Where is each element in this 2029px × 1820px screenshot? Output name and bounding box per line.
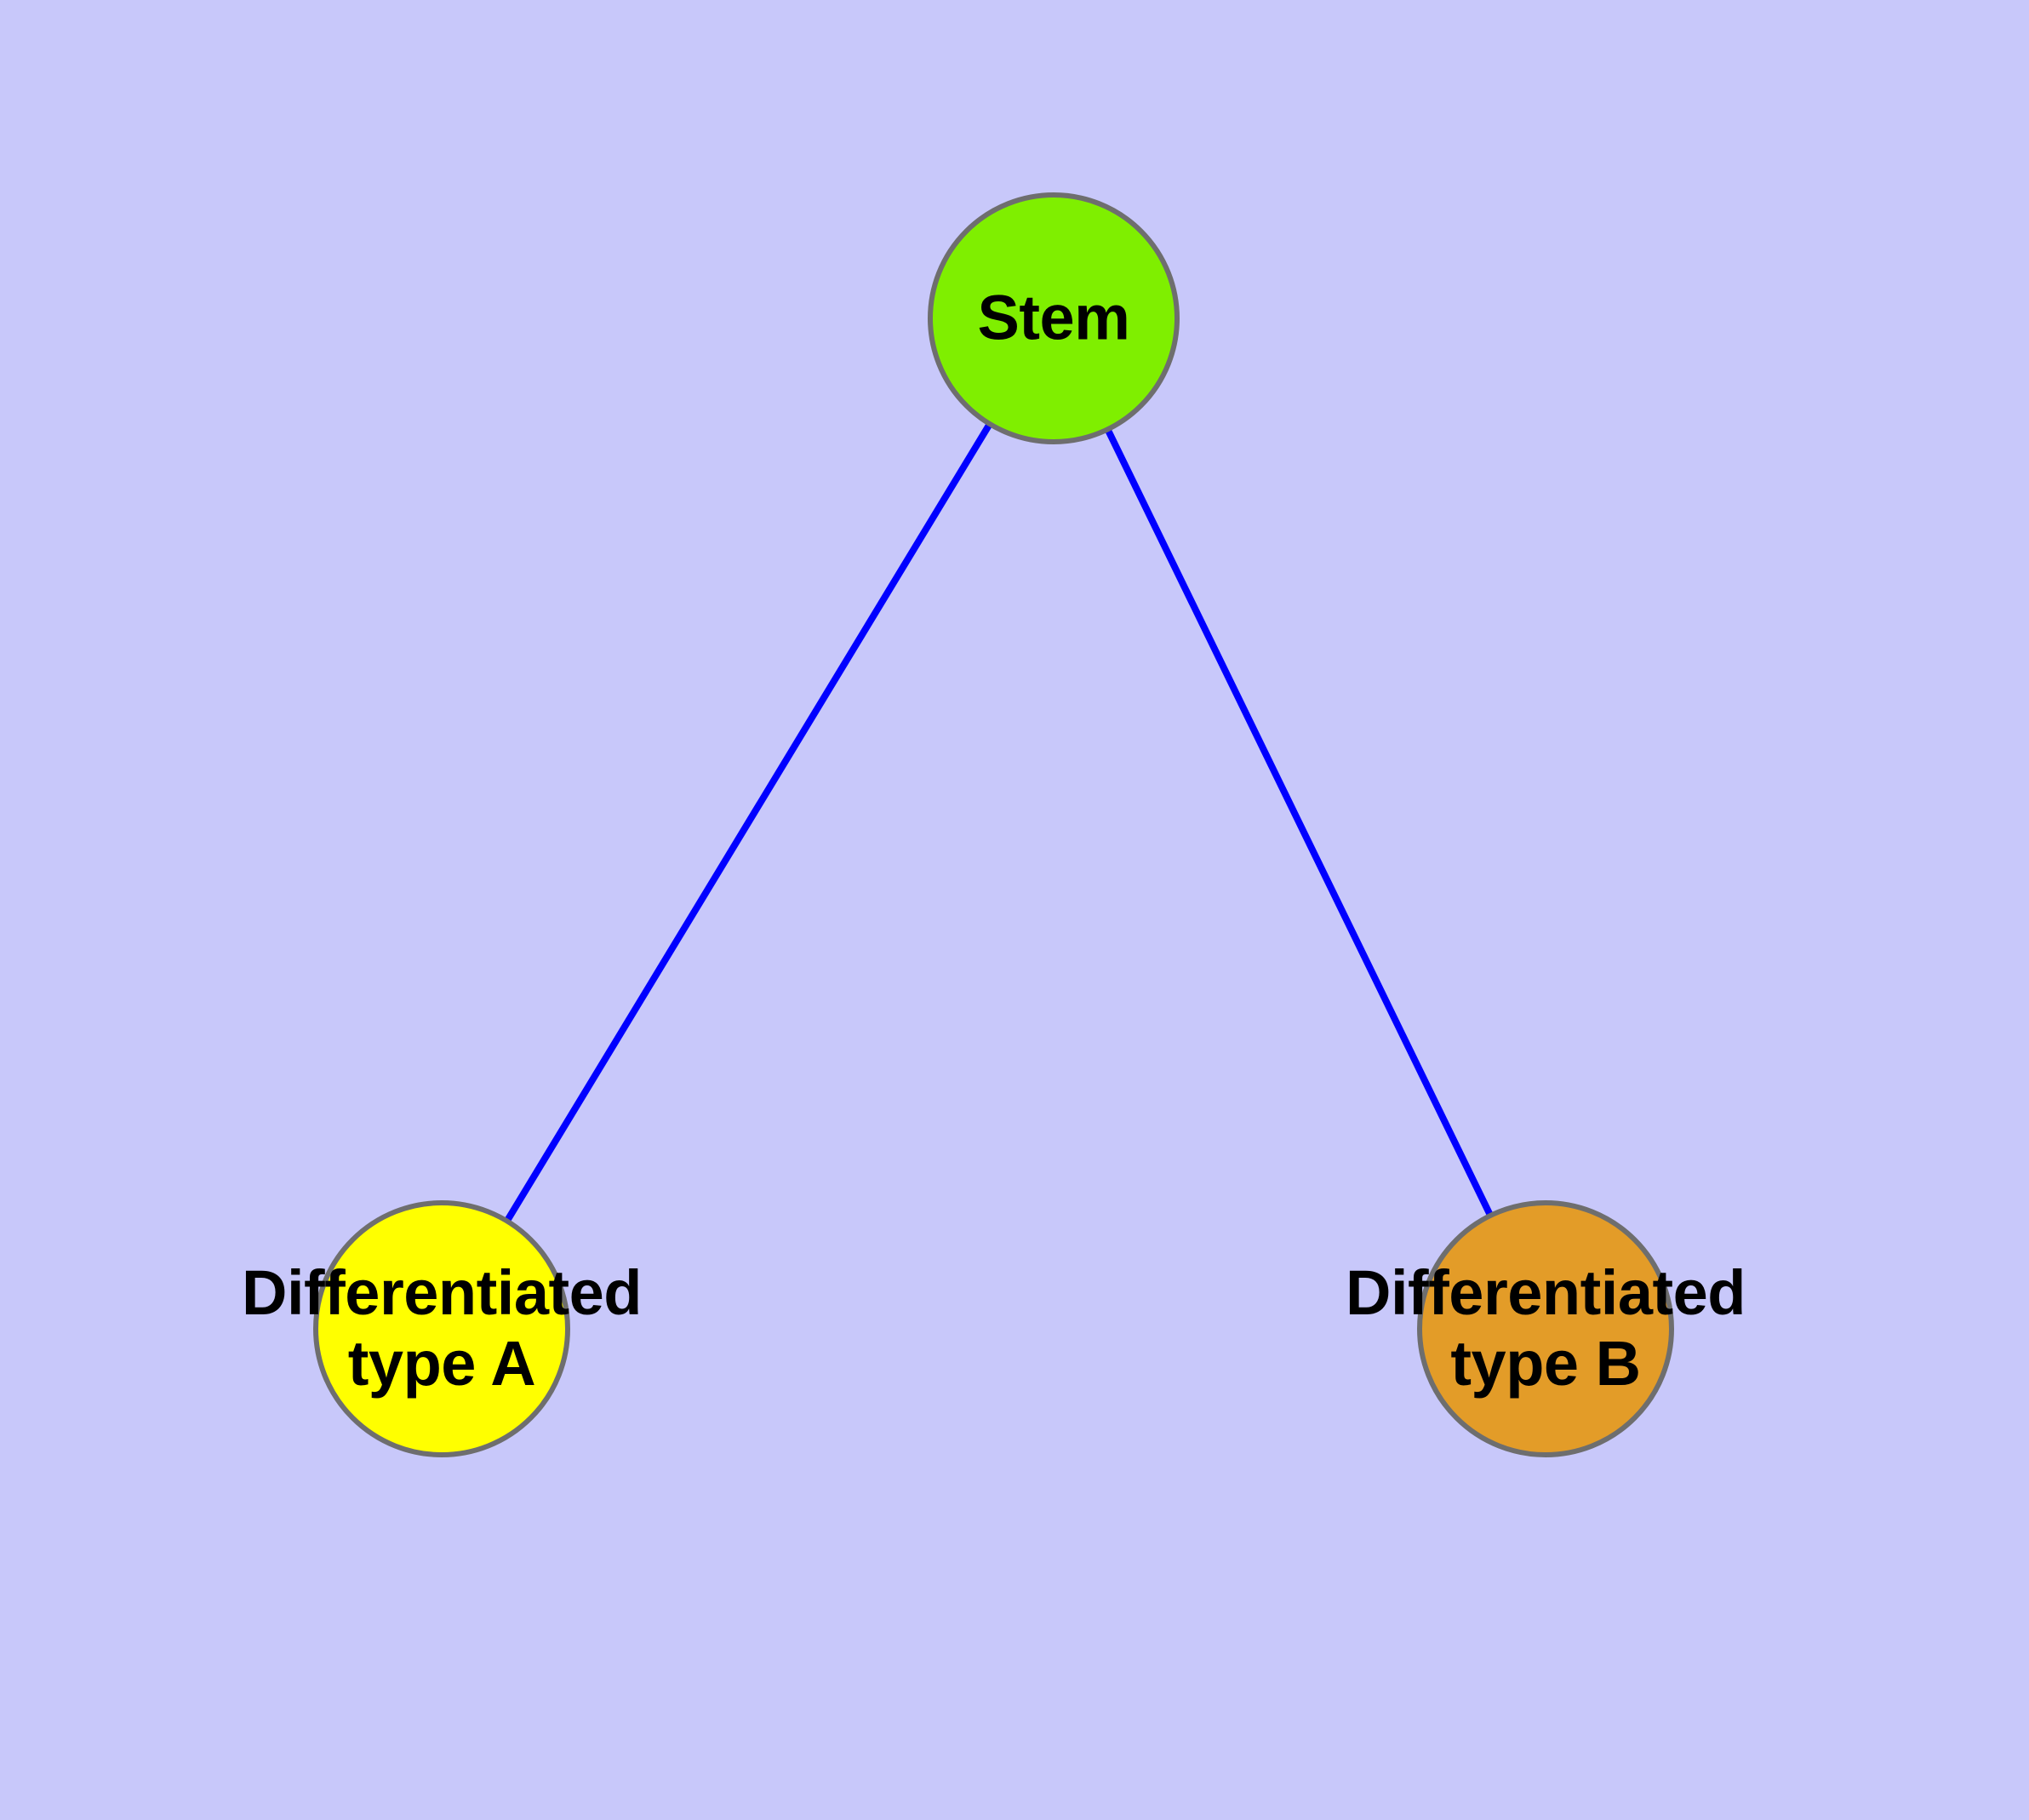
node-differentiated-type-a[interactable]: Differentiated type A: [242, 1200, 642, 1457]
edge-stem-to-differentiated-type-a: [504, 422, 992, 1222]
edge-stem-to-differentiated-type-b: [1105, 428, 1494, 1216]
node-differentiated-type-b[interactable]: Differentiated type B: [1346, 1200, 1746, 1457]
node-stem[interactable]: Stem: [928, 192, 1180, 444]
node-stem-label: Stem: [977, 282, 1130, 353]
